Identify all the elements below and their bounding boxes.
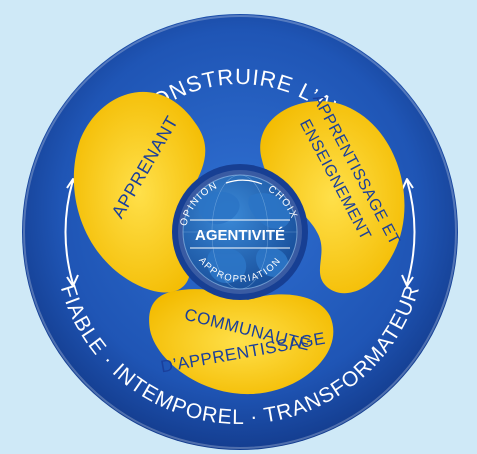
cycle-arrow-right-icon [401, 178, 416, 287]
outer-ring-edge [23, 15, 457, 449]
core-title: AGENTIVITÉ [195, 227, 285, 244]
petal-apprentissage [260, 101, 405, 294]
petal-apprenant [73, 91, 206, 293]
petal-communaute [149, 289, 334, 395]
globe-icon [172, 164, 308, 300]
core-arc-divider [225, 179, 263, 185]
petals [73, 91, 405, 395]
